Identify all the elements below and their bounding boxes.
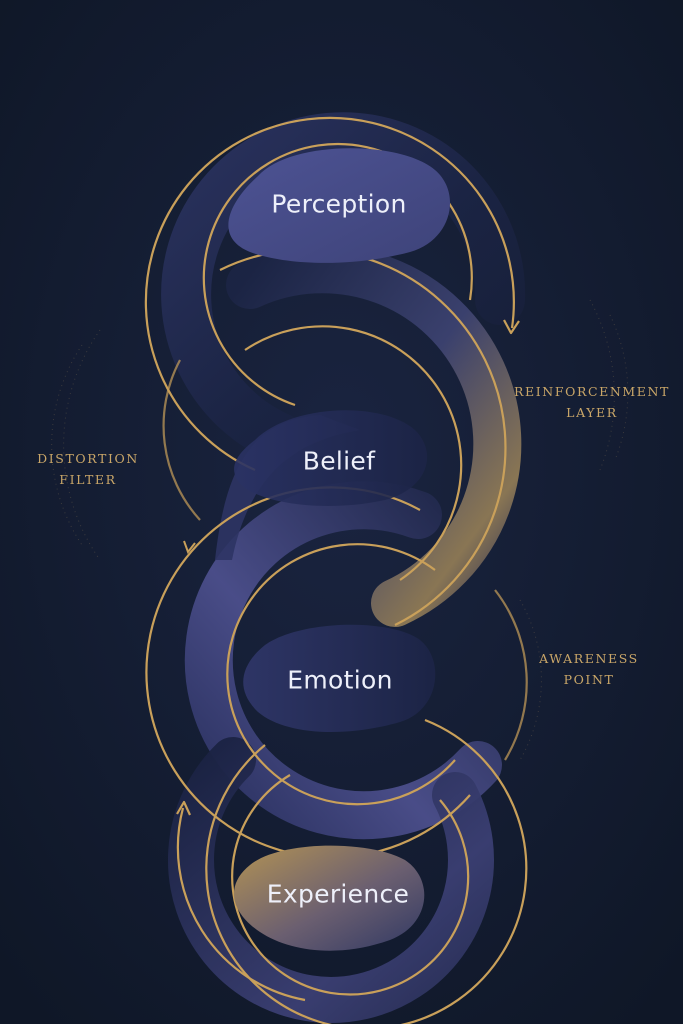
arrow-head-left [183, 540, 196, 555]
rim-bottom-inner [231, 774, 470, 996]
loop-band-middle [184, 481, 502, 840]
distortion-line2: Filter [59, 472, 117, 487]
rim-right-mid [494, 589, 528, 761]
distortion-line1: Distortion [37, 451, 139, 466]
arrow-head-bottom [176, 800, 191, 816]
rim-top-inner [202, 142, 473, 407]
distortion-filter-annotation: Distortion Filter [37, 448, 139, 490]
loop-band-top [161, 112, 526, 463]
rim-middle-inner [226, 543, 456, 806]
rim-bottom-outer [205, 718, 528, 1024]
node-perception-label: Perception [271, 189, 407, 219]
rim-upper-inner [244, 325, 463, 581]
node-experience-label: Experience [266, 879, 410, 909]
awareness-line2: Point [563, 672, 615, 687]
rim-bottom-left [176, 807, 306, 1002]
loop-band-upper [226, 245, 522, 627]
belief-pill [234, 410, 428, 507]
awareness-line1: Awareness [539, 651, 639, 666]
reinforcement-layer-annotation: Reinforcenment Layer [514, 381, 670, 423]
rim-top-outer [144, 116, 515, 472]
experience-pill [233, 845, 425, 951]
emotion-pill [243, 624, 436, 733]
perception-pill [228, 148, 451, 263]
reinforcement-line1: Reinforcenment [514, 384, 670, 399]
arrow-head-right [503, 319, 520, 335]
ripple-arcs [51, 299, 629, 761]
awareness-point-annotation: Awareness Point [539, 648, 639, 690]
rim-left-mid [162, 359, 201, 521]
node-belief-label: Belief [302, 446, 376, 476]
reinforcement-line2: Layer [566, 405, 618, 420]
node-emotion-label: Emotion [287, 665, 393, 695]
